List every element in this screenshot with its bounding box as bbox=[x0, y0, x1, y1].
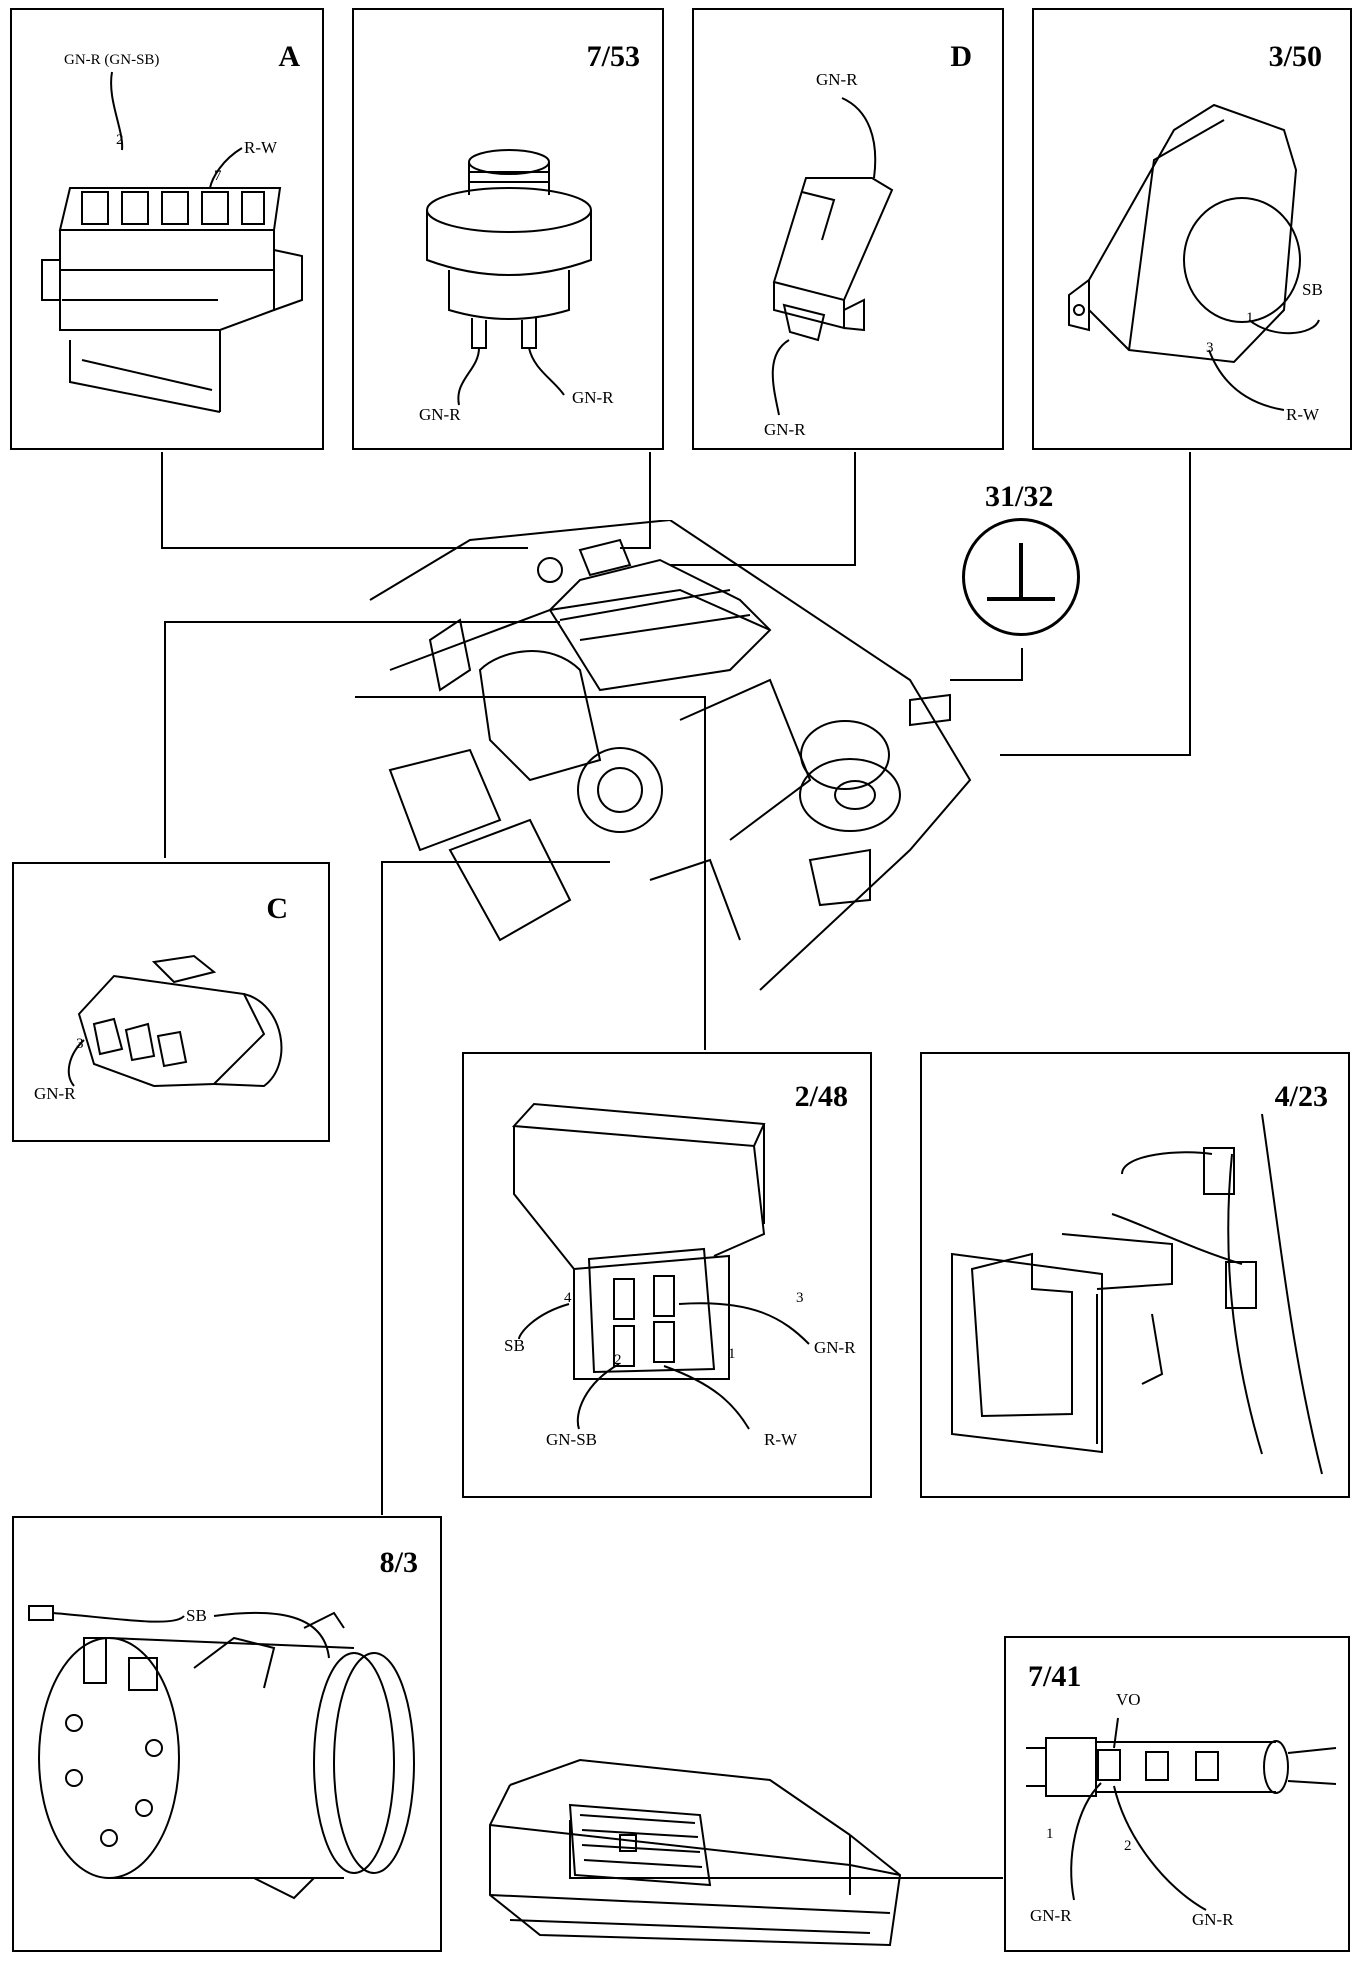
wire-label-left: GN-R bbox=[1030, 1906, 1072, 1925]
ground-icon bbox=[962, 518, 1080, 636]
pin-number-2: 2 bbox=[116, 132, 124, 148]
pin-number-3: 3 bbox=[796, 1290, 804, 1306]
panel-sensor-7-41: 7/41 VO 1 2 GN-R GN-R bbox=[1004, 1636, 1350, 1952]
wire-label-gn-r: GN-R bbox=[34, 1084, 76, 1103]
compressor-drawing bbox=[28, 1605, 415, 1900]
panel-relay-2-48: 2/48 SB GN-SB GN-R R-W 1 2 3 4 bbox=[462, 1052, 872, 1498]
panel-title: 7/53 bbox=[586, 40, 640, 73]
panel-title: D bbox=[950, 40, 972, 73]
panel-title: 4/23 bbox=[1274, 1080, 1328, 1113]
panel-horn-3-50: 3/50 SB R-W 1 3 bbox=[1032, 8, 1352, 450]
panel-title: 3/50 bbox=[1268, 40, 1322, 73]
wire-label-sb: SB bbox=[1302, 280, 1323, 299]
panel-title: 7/41 bbox=[1028, 1660, 1082, 1693]
ground-title: 31/32 bbox=[985, 480, 1054, 513]
horn-drawing bbox=[1068, 103, 1320, 411]
fan-module-drawing bbox=[951, 1113, 1323, 1475]
connector-d-drawing bbox=[771, 97, 894, 416]
connector-a-drawing bbox=[41, 71, 303, 413]
pin-number-2: 2 bbox=[1124, 1838, 1132, 1854]
wire-label-gn-sb: GN-SB bbox=[546, 1430, 598, 1449]
wire-label-gn-r: GN-R bbox=[814, 1338, 856, 1357]
pin-number-1: 1 bbox=[1046, 1826, 1054, 1842]
pin-number-4: 4 bbox=[564, 1290, 572, 1306]
relay-drawing bbox=[511, 1102, 810, 1430]
pin-number-2: 2 bbox=[614, 1352, 622, 1368]
sensor-drawing bbox=[1026, 1717, 1337, 1911]
pin-number-1: 1 bbox=[1246, 310, 1254, 326]
ground-symbol-glyph bbox=[987, 543, 1055, 601]
panel-title: 8/3 bbox=[379, 1546, 418, 1579]
panel-title: A bbox=[278, 40, 300, 73]
wire-label-left: GN-R bbox=[419, 405, 461, 424]
connector-c-drawing bbox=[67, 954, 283, 1088]
wire-label-right: GN-R bbox=[1192, 1910, 1234, 1929]
wire-label-top: GN-R bbox=[816, 70, 858, 89]
panel-title: 2/48 bbox=[794, 1080, 848, 1113]
panel-fan-module-4-23: 4/23 bbox=[920, 1052, 1350, 1498]
wire-label-vo: VO bbox=[1116, 1690, 1141, 1709]
pin-number-1: 1 bbox=[728, 1346, 736, 1362]
wire-label-r-w: R-W bbox=[764, 1430, 798, 1449]
wire-label-right: GN-R bbox=[572, 388, 614, 407]
car-front-drawing bbox=[489, 1758, 902, 1947]
panel-title: C bbox=[266, 892, 288, 925]
panel-connector-d: D GN-R GN-R bbox=[692, 8, 1004, 450]
wire-label-r-w: R-W bbox=[244, 138, 278, 157]
wire-label-gn-r-gn-sb: GN-R (GN-SB) bbox=[64, 52, 160, 68]
engine-bay-drawing bbox=[369, 520, 972, 991]
panel-connector-c: C 3 GN-R bbox=[12, 862, 330, 1142]
pressure-switch-drawing bbox=[426, 149, 592, 406]
panel-connector-a: A GN-R (GN-SB) R-W 2 7 bbox=[10, 8, 324, 450]
panel-compressor-8-3: 8/3 SB bbox=[12, 1516, 442, 1952]
wire-label-sb: SB bbox=[186, 1606, 207, 1625]
wire-label-sb: SB bbox=[504, 1336, 525, 1355]
pin-number-3: 3 bbox=[1206, 340, 1214, 356]
panel-pressure-switch-7-53: 7/53 GN-R GN-R bbox=[352, 8, 664, 450]
wire-label-r-w: R-W bbox=[1286, 405, 1320, 424]
wire-label-bottom: GN-R bbox=[764, 420, 806, 439]
pin-number-7: 7 bbox=[214, 168, 222, 184]
